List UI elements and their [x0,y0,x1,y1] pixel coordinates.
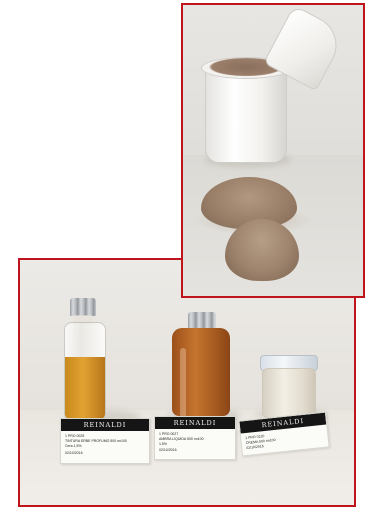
bottle-amber [172,328,230,416]
label-brand: REINALDI [61,419,149,431]
label-line: 1 PRO 0027 [159,432,179,436]
label-line: 02/10/2016 [65,451,83,455]
label-line: 1,5% [159,442,167,446]
powder-container [205,67,287,163]
powder-pile-small [225,219,299,281]
bottle-highlight [180,348,186,416]
bottle-clear-oil [64,322,106,420]
label-line: 1 PRO 0025 [65,434,85,438]
cream-jar [262,368,316,418]
bottle-neck-clear [74,315,92,325]
label-line: TINTURA ERBE PROFUMO 500 nn100 [65,439,127,443]
label-brand: REINALDI [155,417,235,429]
product-label-2: REINALDI 1 PRO 0027 AMBRA LIQUIDA 500 nn… [154,416,236,460]
label-line: 02/10/2016 [159,448,177,452]
product-label-1: REINALDI 1 PRO 0025 TINTURA ERBE PROFUMO… [60,418,150,464]
oil-liquid [65,357,105,419]
bottle-cap-clear [70,298,96,316]
label-line: Cera 1,5% [65,444,82,448]
bottle-cap-amber [188,312,216,330]
product-photo-bottles: REINALDI 1 PRO 0025 TINTURA ERBE PROFUMO… [18,258,356,507]
product-photo-powder [181,3,365,298]
label-line: AMBRA LIQUIDA 500 nn100 [159,437,204,441]
